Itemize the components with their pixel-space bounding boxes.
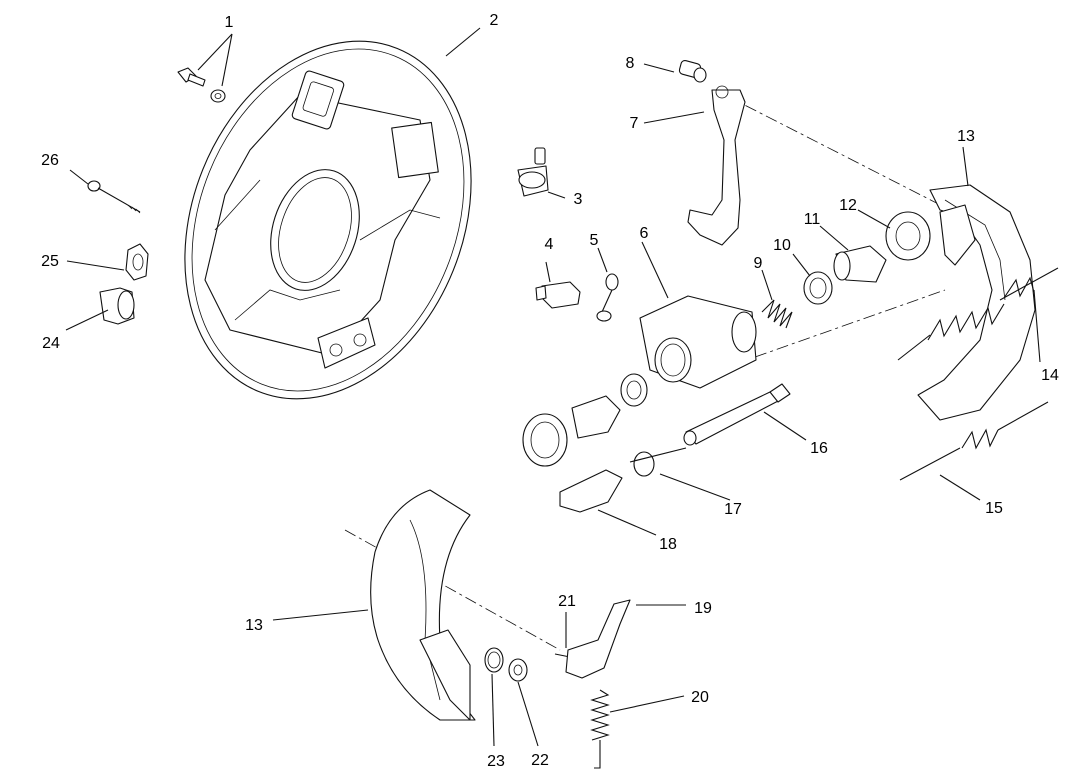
callout-14: 14 bbox=[1041, 367, 1059, 384]
callout-18: 18 bbox=[659, 536, 677, 553]
callout-2: 2 bbox=[490, 12, 499, 29]
bleeder-valve bbox=[535, 281, 581, 309]
bleeder-screw bbox=[517, 147, 549, 197]
adjuster-screw bbox=[683, 383, 791, 446]
dust-boot bbox=[885, 211, 931, 261]
return-spring bbox=[899, 401, 1049, 481]
callout-19: 19 bbox=[694, 600, 712, 617]
callout-13-lower: 13 bbox=[245, 617, 263, 634]
callout-16: 16 bbox=[810, 440, 828, 457]
long-bolt bbox=[87, 180, 141, 214]
callout-8: 8 bbox=[626, 55, 635, 72]
wheel-cylinder bbox=[639, 295, 757, 389]
callout-4: 4 bbox=[545, 236, 554, 253]
adjuster-spring bbox=[897, 267, 1059, 361]
callout-17: 17 bbox=[724, 501, 742, 518]
piston-cup-assembly bbox=[522, 373, 648, 467]
callout-13-upper: 13 bbox=[957, 128, 975, 145]
brake-shoe-lower bbox=[370, 489, 476, 721]
callout-3: 3 bbox=[574, 191, 583, 208]
callout-labels: 1 2 3 4 5 6 7 8 9 10 11 12 13 13 14 15 1… bbox=[41, 12, 1059, 770]
adjuster-lever-assembly bbox=[554, 599, 631, 679]
callout-23: 23 bbox=[487, 753, 505, 770]
adjuster-spring-lower bbox=[590, 689, 610, 769]
callout-10: 10 bbox=[773, 237, 791, 254]
callout-25: 25 bbox=[41, 253, 59, 270]
cylinder-spring bbox=[761, 299, 793, 329]
parking-brake-lever bbox=[687, 85, 746, 246]
callout-20: 20 bbox=[691, 689, 709, 706]
lever-pin bbox=[678, 59, 707, 83]
callout-1: 1 bbox=[225, 14, 234, 31]
callout-21: 21 bbox=[558, 593, 576, 610]
leader-lines bbox=[65, 27, 1041, 747]
hold-down-parts bbox=[484, 647, 528, 682]
adjuster-fork bbox=[559, 469, 623, 513]
bolt-and-washer bbox=[177, 67, 226, 103]
backing-plate bbox=[184, 40, 472, 400]
star-wheel bbox=[629, 447, 687, 477]
callout-9: 9 bbox=[754, 255, 763, 272]
brake-shoe-upper bbox=[917, 184, 1036, 421]
callout-22: 22 bbox=[531, 752, 549, 769]
retaining-clip bbox=[125, 243, 149, 281]
callout-24: 24 bbox=[42, 335, 60, 352]
link-clip bbox=[596, 273, 619, 322]
callout-11: 11 bbox=[804, 211, 821, 228]
callout-26: 26 bbox=[41, 152, 59, 169]
piston-cup bbox=[803, 271, 833, 305]
callout-5: 5 bbox=[590, 232, 599, 249]
access-plug bbox=[99, 287, 135, 325]
callout-6: 6 bbox=[640, 225, 649, 242]
callout-7: 7 bbox=[630, 115, 639, 132]
callout-15: 15 bbox=[985, 500, 1003, 517]
piston bbox=[833, 245, 887, 283]
callout-12: 12 bbox=[839, 197, 857, 214]
